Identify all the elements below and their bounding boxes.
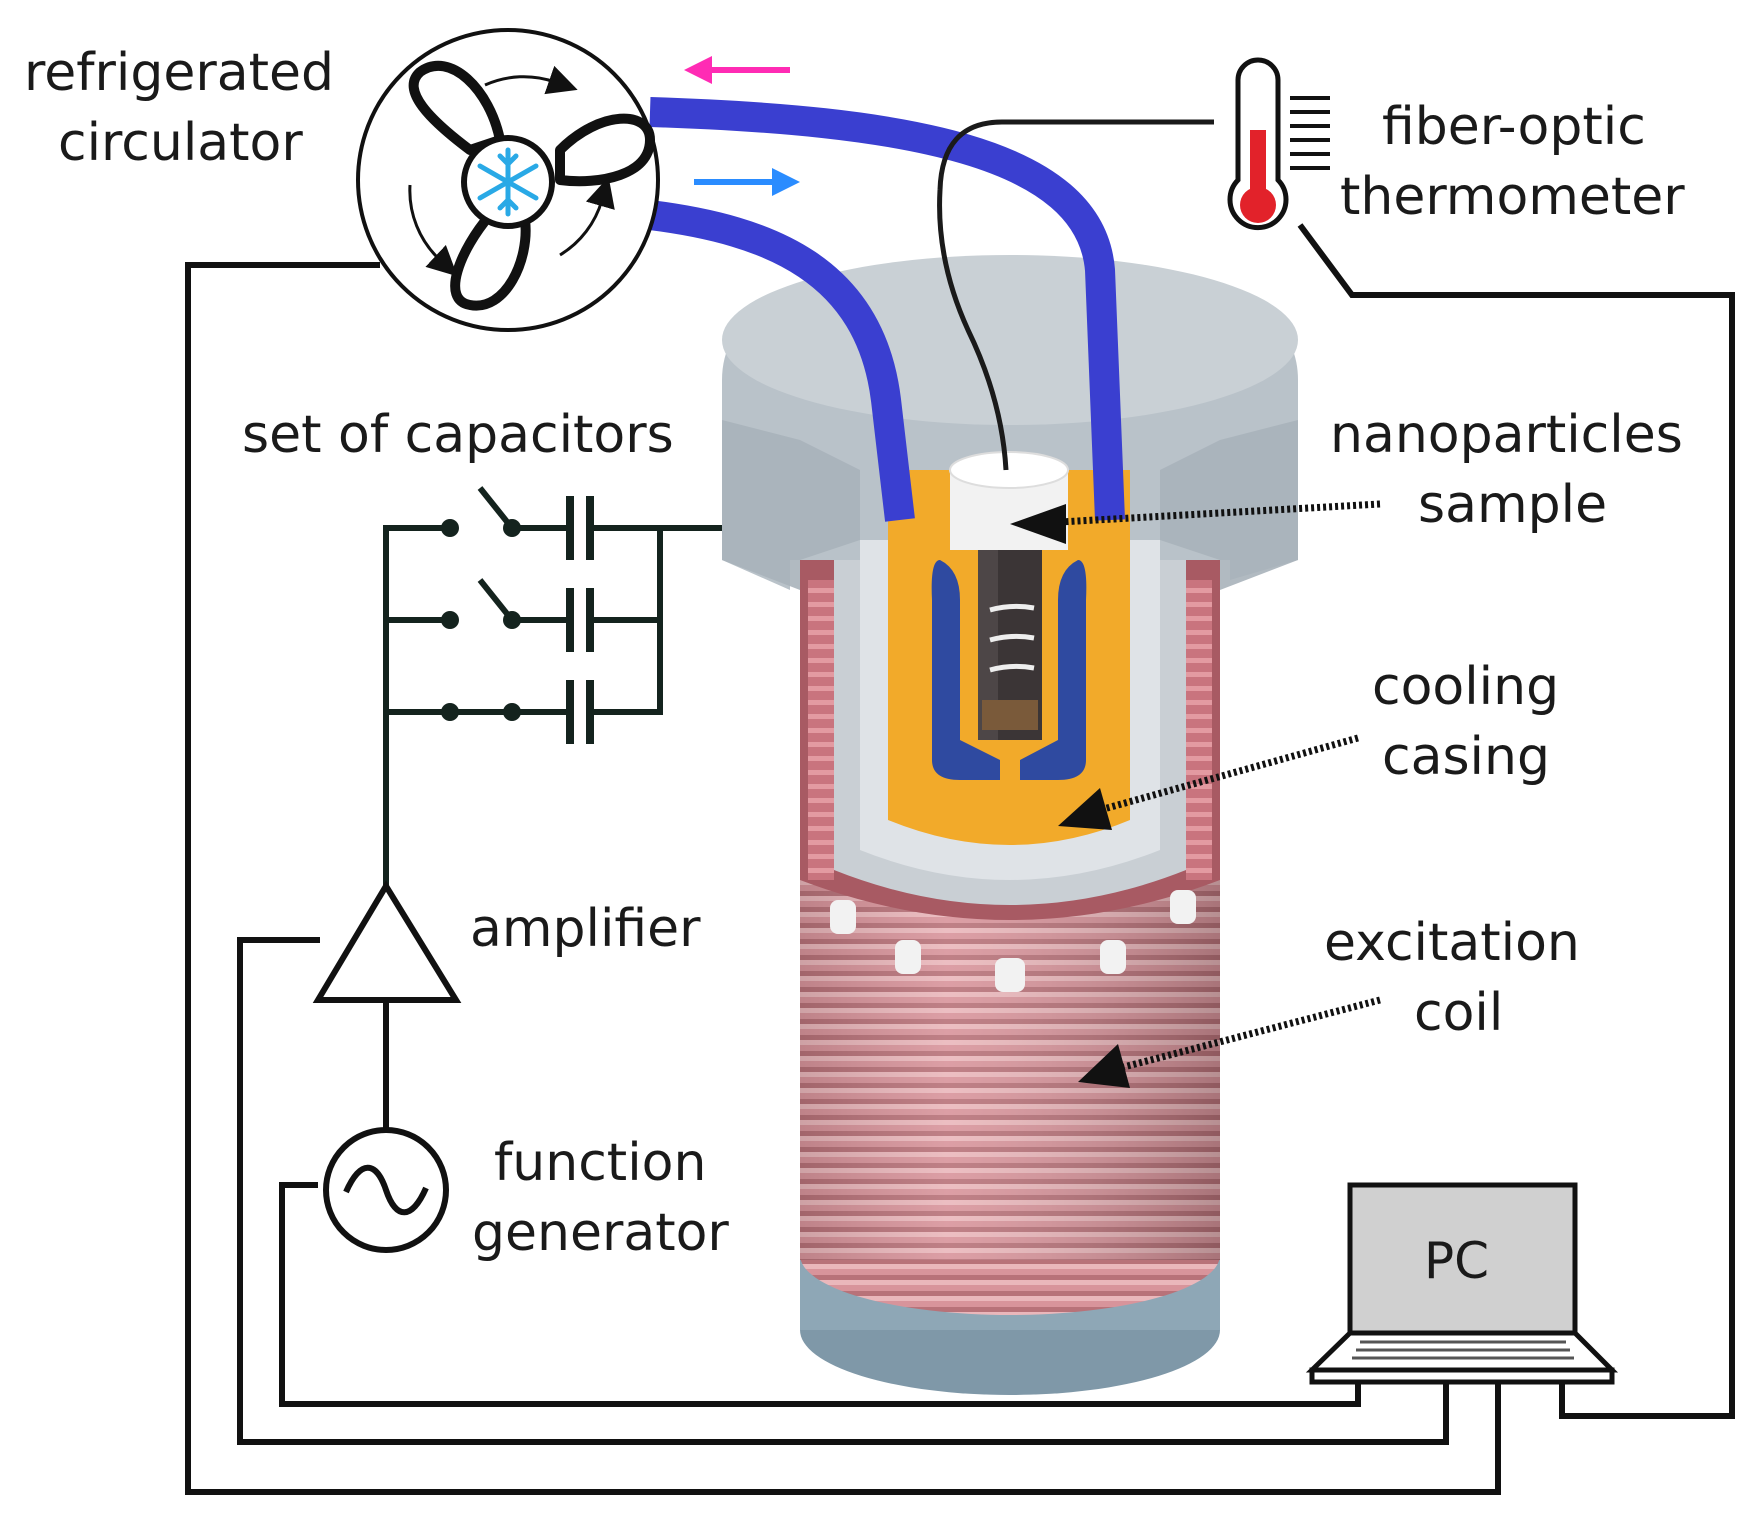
capacitor-bank <box>383 486 740 890</box>
label-pc: PC <box>1424 1232 1489 1290</box>
snowflake-icon <box>477 147 539 217</box>
label-thermometer-line2: thermometer <box>1340 167 1685 227</box>
label-generator-line1: function <box>494 1133 706 1193</box>
pointer-arrows <box>1010 500 1381 1088</box>
fiber-optic-cable <box>937 119 1214 471</box>
label-capacitors: set of capacitors <box>242 405 674 465</box>
coolant-hoses <box>648 97 1125 522</box>
label-sample-line1: nanoparticles <box>1330 405 1683 465</box>
hyperthermia-applicator <box>722 255 1298 1395</box>
label-generator-line2: generator <box>472 1203 729 1263</box>
laptop-icon <box>1305 1182 1619 1385</box>
amplifier-icon <box>312 880 462 1130</box>
wiring <box>185 223 1735 1495</box>
label-casing-line1: cooling <box>1372 657 1559 717</box>
label-circulator-line1: refrigerated <box>24 43 334 103</box>
label-coil-line1: excitation <box>1324 913 1580 973</box>
label-casing-line2: casing <box>1382 727 1550 787</box>
switch-icon <box>450 486 515 715</box>
label-thermometer-line1: fiber-optic <box>1382 97 1646 157</box>
label-amplifier: amplifier <box>470 899 701 959</box>
label-circulator-line2: circulator <box>58 113 303 173</box>
thermometer-icon <box>1227 57 1330 231</box>
label-coil-line2: coil <box>1414 983 1503 1043</box>
capacitor-icon <box>566 496 594 744</box>
label-sample-line2: sample <box>1418 475 1607 535</box>
flow-arrows <box>684 56 800 196</box>
ac-source-icon <box>323 1127 449 1253</box>
